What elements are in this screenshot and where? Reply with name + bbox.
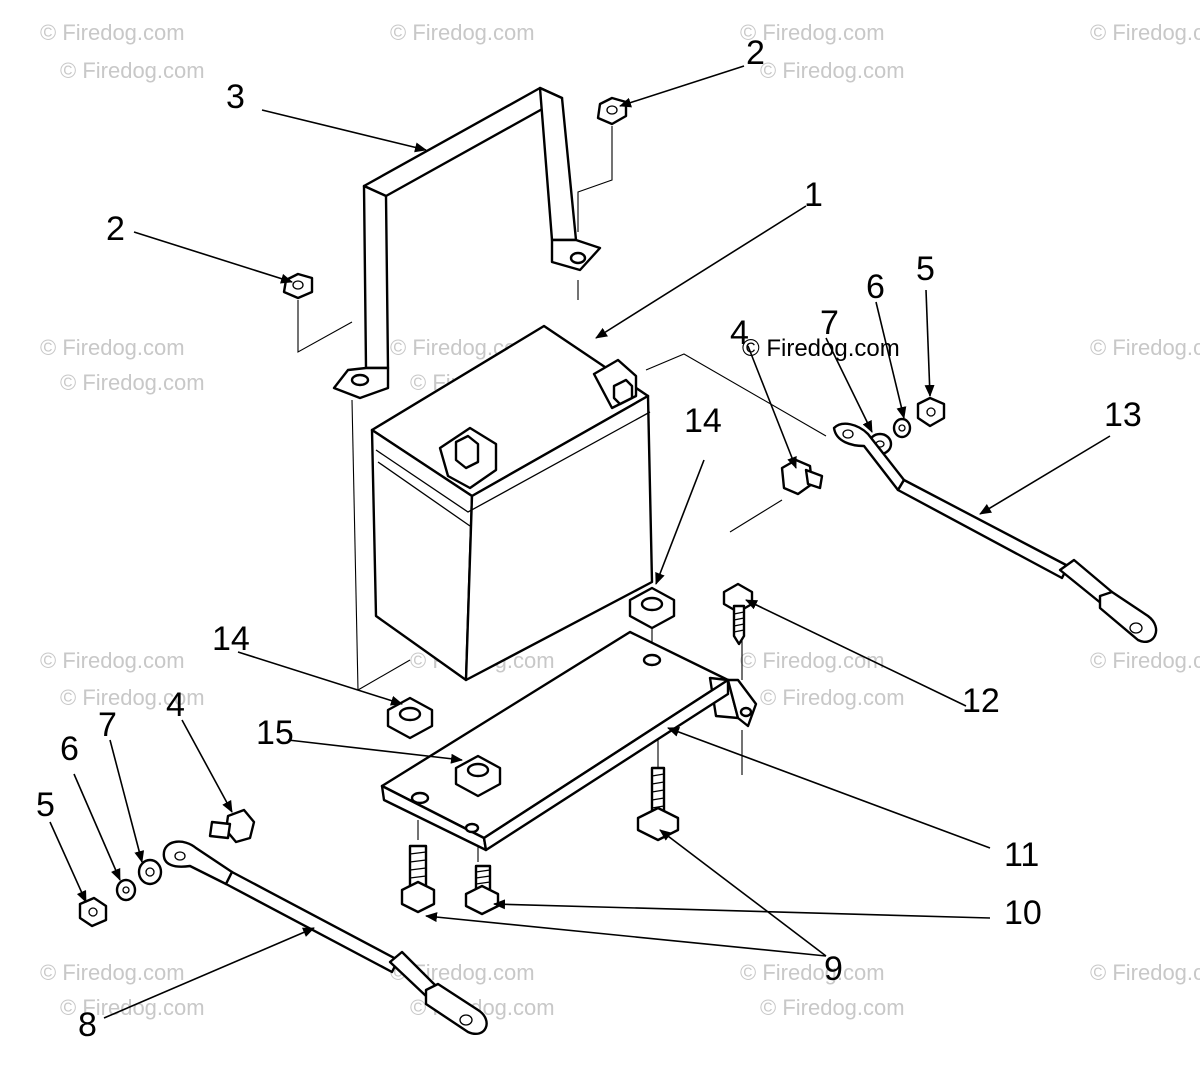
callout-15: 15 <box>256 714 294 752</box>
callout-4-right: 4 <box>730 314 749 352</box>
bolt-10 <box>464 864 500 916</box>
watermark: © Firedog.com <box>40 648 185 673</box>
watermark: © Firedog.com <box>740 20 885 45</box>
terminal-bolt-right <box>780 458 824 496</box>
washer-7-left <box>137 858 163 886</box>
callout-1: 1 <box>804 176 823 214</box>
flange-nut <box>454 754 502 798</box>
watermark: © Firedog.com <box>60 58 205 83</box>
callout-10: 10 <box>1004 894 1042 932</box>
watermark: © Firedog.com <box>60 685 205 710</box>
watermark: © Firedog.com <box>1090 335 1200 360</box>
watermark: © Firedog.com <box>1090 20 1200 45</box>
nut-left <box>282 272 314 300</box>
cushion-nut-right <box>628 586 676 630</box>
watermark: © Firedog.com <box>740 960 885 985</box>
battery <box>370 324 654 682</box>
nut-top-right <box>596 96 628 126</box>
bolt-9-left <box>400 844 436 914</box>
watermark: © Firedog.com <box>1090 960 1200 985</box>
watermark: © Firedog.com <box>40 20 185 45</box>
callout-14-left: 14 <box>212 620 250 658</box>
callout-5-left: 5 <box>36 786 55 824</box>
watermark: © Firedog.com <box>40 335 185 360</box>
callout-11: 11 <box>1004 836 1039 874</box>
watermark: © Firedog.com <box>390 20 535 45</box>
watermark: © Firedog.com <box>60 995 205 1020</box>
callout-8: 8 <box>78 1006 97 1044</box>
watermark: © Firedog.com <box>40 960 185 985</box>
callout-7-left: 7 <box>98 706 117 744</box>
nut-5-left <box>78 896 108 928</box>
lock-washer-6-right <box>892 417 912 439</box>
watermark-inline: © Firedog.com <box>742 335 900 362</box>
bolt-9-right <box>636 766 680 842</box>
cushion-nut-left <box>386 696 434 740</box>
nut-5-right <box>916 396 946 428</box>
watermark: © Firedog.com <box>60 370 205 395</box>
hold-down-strap <box>332 86 602 400</box>
terminal-bolt-left <box>208 808 256 844</box>
callout-14-right: 14 <box>684 402 722 440</box>
watermark: © Firedog.com <box>1090 648 1200 673</box>
bolt-12 <box>722 582 754 646</box>
callout-4-left: 4 <box>166 686 185 724</box>
callout-6-right: 6 <box>866 268 885 306</box>
watermark: © Firedog.com <box>760 685 905 710</box>
lock-washer-6-left <box>115 878 137 902</box>
callout-6-left: 6 <box>60 730 79 768</box>
callout-7-right: 7 <box>820 304 839 342</box>
callout-12: 12 <box>962 682 1000 720</box>
watermark: © Firedog.com <box>760 58 905 83</box>
callout-2-left: 2 <box>106 210 125 248</box>
watermark: © Firedog.com <box>740 648 885 673</box>
callout-5-right: 5 <box>916 250 935 288</box>
callout-labels: 3 2 2 1 4 7 6 5 13 14 12 14 15 11 10 9 4… <box>36 34 1142 1044</box>
callout-13: 13 <box>1104 396 1142 434</box>
leader-lines <box>49 65 1111 1019</box>
watermark: © Firedog.com <box>760 995 905 1020</box>
callout-9: 9 <box>824 950 843 988</box>
battery-cable-right <box>832 422 1158 643</box>
callout-3: 3 <box>226 78 245 116</box>
callout-2-top: 2 <box>746 34 765 72</box>
battery-cable-left <box>162 840 488 1035</box>
